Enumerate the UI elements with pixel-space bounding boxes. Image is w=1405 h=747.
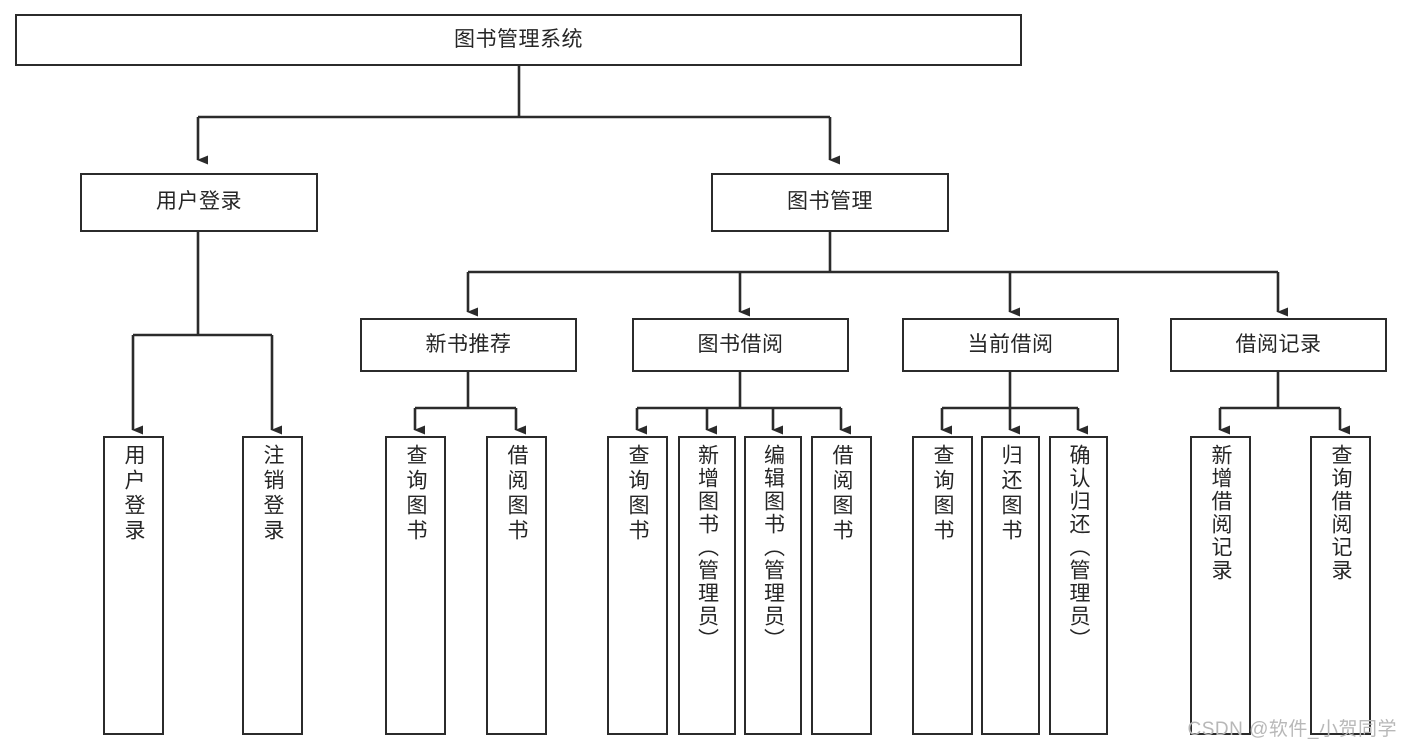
node-leaf-user-login[interactable]: 用户登录 — [103, 436, 164, 735]
node-borrow-record[interactable]: 借阅记录 — [1170, 318, 1387, 372]
node-leaf-return-book-label: 归还图书 — [999, 444, 1022, 544]
node-book-borrow[interactable]: 图书借阅 — [632, 318, 849, 372]
node-book-manage-label: 图书管理 — [787, 190, 873, 214]
node-leaf-query-record-label: 查询借阅记录 — [1329, 444, 1352, 582]
node-leaf-borrow-book[interactable]: 借阅图书 — [811, 436, 872, 735]
node-leaf-add-record[interactable]: 新增借阅记录 — [1190, 436, 1251, 735]
node-new-book-rec[interactable]: 新书推荐 — [360, 318, 577, 372]
node-user-login-label: 用户登录 — [156, 190, 242, 214]
node-leaf-logout[interactable]: 注销登录 — [242, 436, 303, 735]
node-leaf-logout-label: 注销登录 — [261, 444, 284, 544]
node-leaf-edit-book[interactable]: 编辑图书（管理员） — [744, 436, 802, 735]
node-leaf-add-book[interactable]: 新增图书（管理员） — [678, 436, 736, 735]
node-book-borrow-label: 图书借阅 — [697, 332, 784, 356]
node-book-manage[interactable]: 图书管理 — [711, 173, 949, 232]
node-leaf-query-book-borrow[interactable]: 查询图书 — [607, 436, 668, 735]
node-root[interactable]: 图书管理系统 — [15, 14, 1022, 66]
node-leaf-edit-book-label: 编辑图书（管理员） — [761, 444, 785, 651]
node-leaf-add-book-label: 新增图书（管理员） — [695, 444, 719, 651]
node-leaf-borrow-book-rec-label: 借阅图书 — [505, 444, 528, 544]
node-current-borrow[interactable]: 当前借阅 — [902, 318, 1119, 372]
node-leaf-borrow-book-label: 借阅图书 — [830, 444, 853, 544]
node-borrow-record-label: 借阅记录 — [1235, 332, 1322, 356]
node-leaf-query-book-borrow-label: 查询图书 — [626, 444, 649, 544]
node-leaf-query-book-current-label: 查询图书 — [931, 444, 954, 544]
node-leaf-query-book-rec-label: 查询图书 — [404, 444, 427, 544]
node-leaf-query-book-current[interactable]: 查询图书 — [912, 436, 973, 735]
node-current-borrow-label: 当前借阅 — [967, 332, 1054, 356]
node-user-login[interactable]: 用户登录 — [80, 173, 318, 232]
node-leaf-confirm-return-label: 确认归还（管理员） — [1067, 444, 1090, 651]
node-leaf-return-book[interactable]: 归还图书 — [981, 436, 1040, 735]
node-root-label: 图书管理系统 — [454, 27, 583, 51]
node-leaf-add-record-label: 新增借阅记录 — [1209, 444, 1232, 582]
node-leaf-query-book-rec[interactable]: 查询图书 — [385, 436, 446, 735]
node-leaf-query-record[interactable]: 查询借阅记录 — [1310, 436, 1371, 735]
node-leaf-user-login-label: 用户登录 — [122, 444, 145, 544]
node-leaf-borrow-book-rec[interactable]: 借阅图书 — [486, 436, 547, 735]
node-leaf-confirm-return[interactable]: 确认归还（管理员） — [1049, 436, 1108, 735]
node-new-book-rec-label: 新书推荐 — [425, 332, 512, 356]
